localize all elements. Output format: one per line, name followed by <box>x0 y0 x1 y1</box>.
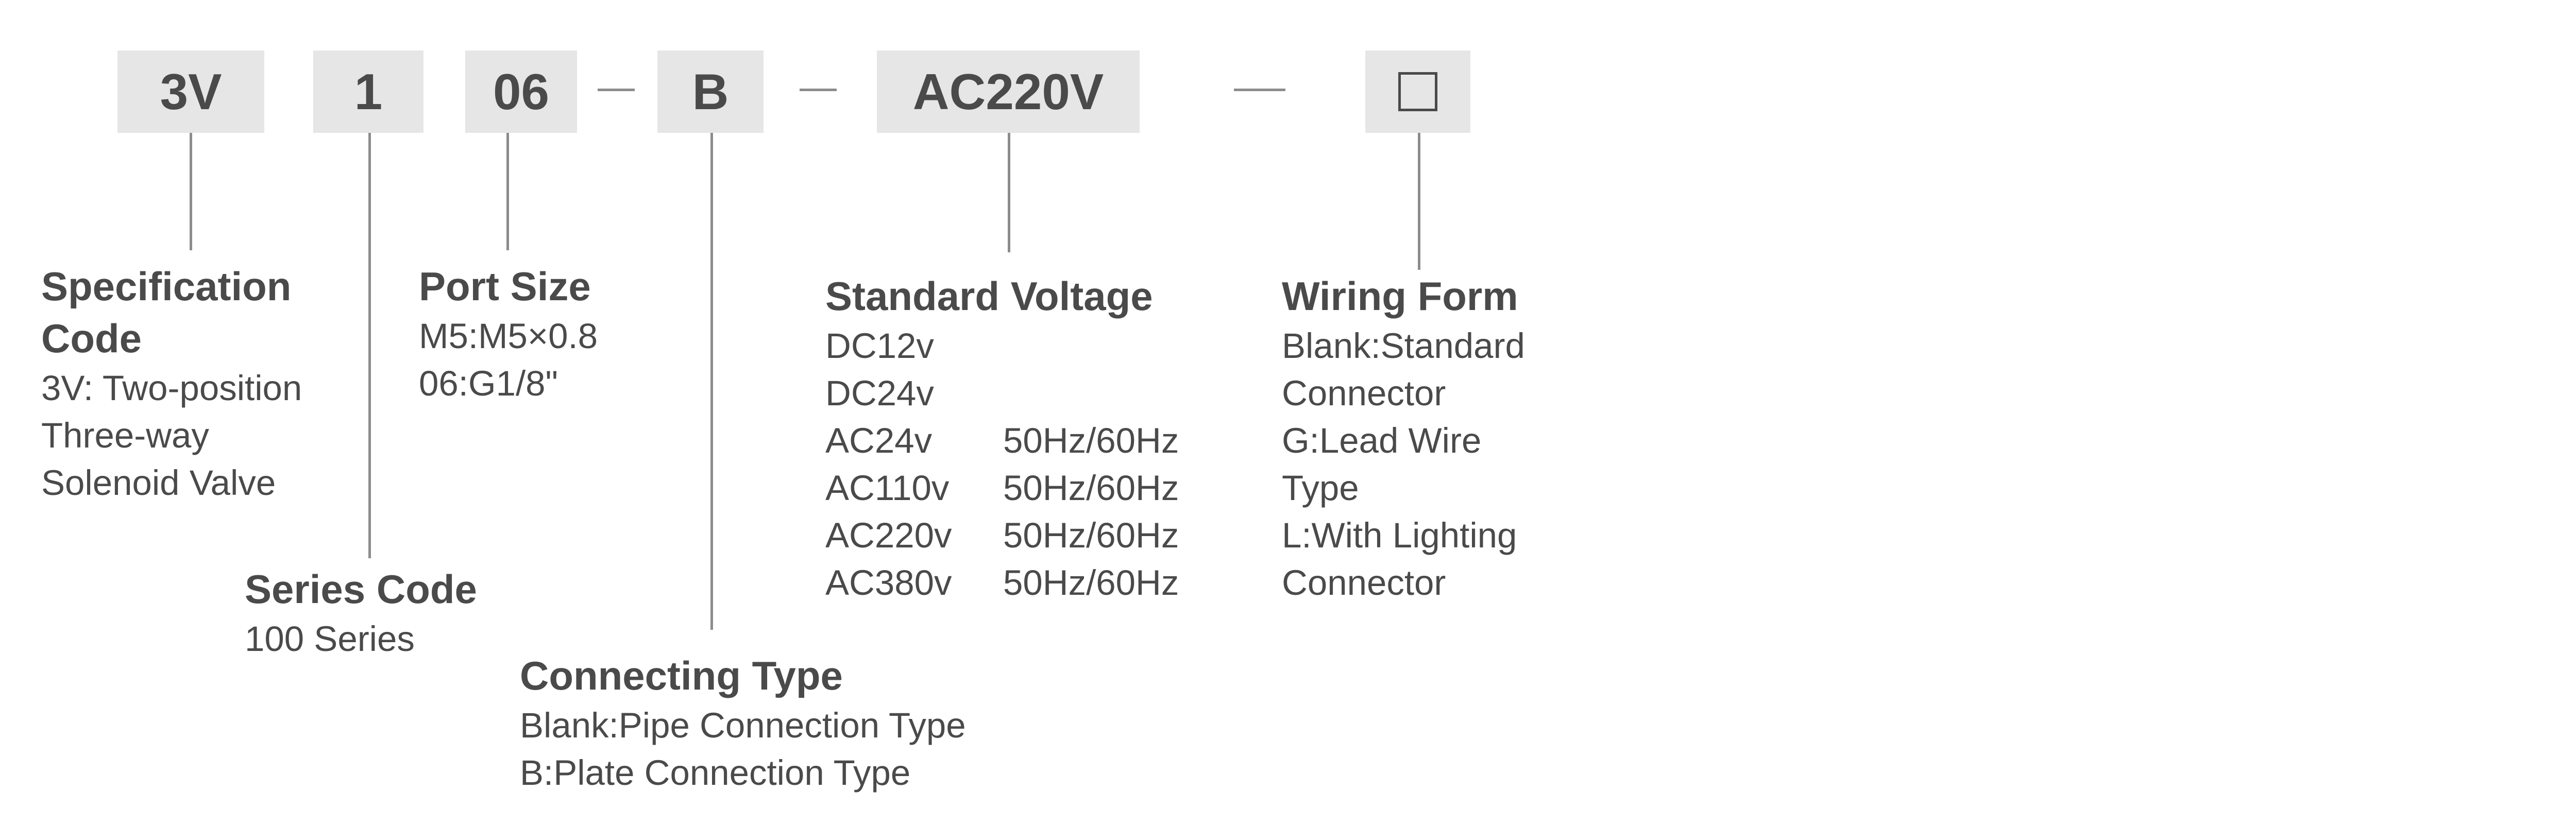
frequency-value: 50Hz/60Hz <box>1003 515 1179 555</box>
wiring-line-4: Type <box>1282 468 1359 508</box>
separator-dash-1 <box>598 89 635 91</box>
port-line-2: 06:G1/8" <box>419 364 558 403</box>
connecting-code-box: B <box>657 50 764 133</box>
series-code-box: 1 <box>313 50 423 133</box>
voltage-title: Standard Voltage <box>825 273 1153 319</box>
wiring-line-1: Blank:Standard <box>1282 326 1525 366</box>
voltage-value: AC24v <box>825 421 933 460</box>
wiring-line-2: Connector <box>1282 373 1446 413</box>
wiring-title: Wiring Form <box>1282 273 1518 319</box>
series-code-text: 1 <box>354 63 383 120</box>
port-section: Port Size M5:M5×0.8 06:G1/8" <box>419 261 598 407</box>
frequency-value: 50Hz/60Hz <box>1003 468 1179 508</box>
voltage-row: AC24v 50Hz/60Hz <box>825 417 1179 465</box>
series-line-1: 100 Series <box>245 619 415 659</box>
connecting-line-2: B:Plate Connection Type <box>520 753 911 793</box>
connecting-leader-line <box>710 133 713 630</box>
connecting-section: Connecting Type Blank:Pipe Connection Ty… <box>520 650 966 797</box>
voltage-value: DC24v <box>825 373 934 413</box>
port-title: Port Size <box>419 264 591 309</box>
voltage-leader-line <box>1008 133 1010 252</box>
wiring-line-6: Connector <box>1282 563 1446 603</box>
connecting-line-1: Blank:Pipe Connection Type <box>520 706 966 745</box>
port-code-text: 06 <box>493 63 549 120</box>
voltage-code-text: AC220V <box>912 63 1104 120</box>
voltage-row: AC110v 50Hz/60Hz <box>825 465 1179 512</box>
voltage-row: AC220v 50Hz/60Hz <box>825 512 1179 559</box>
spec-code-text: 3V <box>160 63 222 120</box>
series-leader-line <box>368 133 371 558</box>
port-code-box: 06 <box>465 50 577 133</box>
voltage-value: DC12v <box>825 326 934 366</box>
voltage-value: AC110v <box>825 468 950 508</box>
spec-line-1: 3V: Two-position <box>41 368 302 408</box>
spec-line-2: Three-way <box>41 416 209 455</box>
wiring-line-3: G:Lead Wire <box>1282 421 1482 460</box>
connecting-title: Connecting Type <box>520 653 843 698</box>
spec-leader-line <box>190 133 192 250</box>
square-outline-icon <box>1398 72 1437 111</box>
wiring-code-box <box>1365 50 1470 133</box>
voltage-row: DC12v <box>825 322 1179 370</box>
voltage-row: DC24v <box>825 370 1179 417</box>
connecting-code-text: B <box>692 63 729 120</box>
port-line-1: M5:M5×0.8 <box>419 316 598 356</box>
spec-title-line2: Code <box>41 316 142 361</box>
wiring-section: Wiring Form Blank:Standard Connector G:L… <box>1282 270 1525 607</box>
spec-code-box: 3V <box>117 50 264 133</box>
voltage-code-box: AC220V <box>877 50 1140 133</box>
wiring-line-5: L:With Lighting <box>1282 515 1517 555</box>
voltage-row: AC380v 50Hz/60Hz <box>825 559 1179 607</box>
series-title: Series Code <box>245 566 477 612</box>
series-section: Series Code 100 Series <box>245 563 477 663</box>
spec-section: Specification Code 3V: Two-position Thre… <box>41 261 302 507</box>
separator-dash-3 <box>1234 89 1285 91</box>
frequency-value: 50Hz/60Hz <box>1003 563 1179 603</box>
spec-title-line1: Specification <box>41 264 292 309</box>
voltage-value: AC380v <box>825 563 952 603</box>
port-leader-line <box>506 133 509 250</box>
voltage-section: Standard Voltage DC12v DC24v AC24v 50Hz/… <box>825 270 1179 607</box>
separator-dash-2 <box>800 89 837 91</box>
voltage-value: AC220v <box>825 515 952 555</box>
spec-line-3: Solenoid Valve <box>41 463 276 503</box>
wiring-leader-line <box>1418 133 1420 270</box>
frequency-value: 50Hz/60Hz <box>1003 421 1179 460</box>
